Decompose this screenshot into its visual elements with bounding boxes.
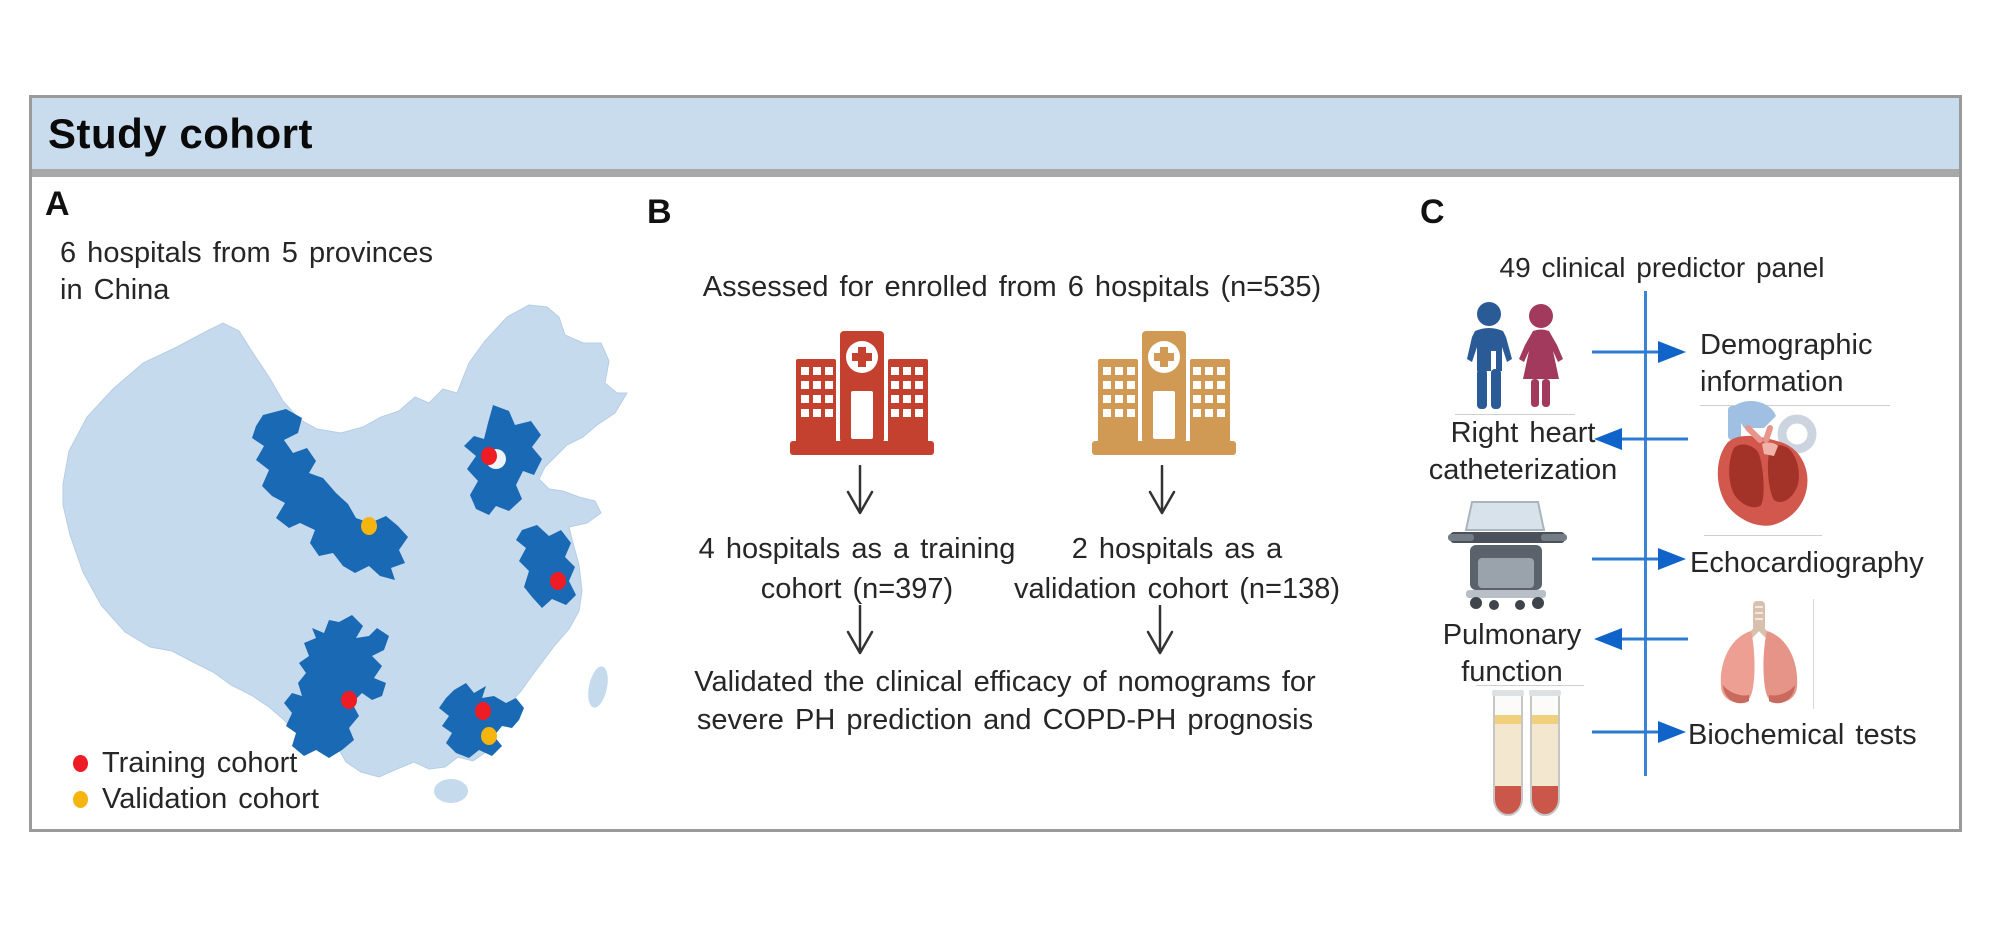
demographic-underline [1700,405,1890,406]
training-branch-line1: 4 hospitals as a training [698,533,1016,565]
rhc-text: Right heart catheterization [1417,415,1629,489]
panel-c-title: 49 clinical predictor panel [1499,252,1825,283]
province-guangdong [439,683,524,758]
lungs-icon [1720,601,1798,704]
biochemical-text: Biochemical tests [1688,719,1917,751]
figure-body: A 6 hospitals from 5 provinces in China [32,177,1959,829]
panel-c-label: C [1420,193,1445,231]
heart-underline [1704,535,1822,536]
province-yunnan [284,615,389,758]
validation-branch-line2: validation cohort (n=138) [1013,573,1340,605]
right-arrow-icon [1592,548,1686,570]
hospital-icon-training [790,331,934,455]
pulmonary-line2: function [1461,656,1563,688]
figure-title: Study cohort [48,109,313,157]
predictor-spine-line [1644,291,1647,776]
rhc-line1: Right heart [1450,417,1596,449]
site-marker [475,702,491,720]
hospital-icon-validation [1092,331,1236,455]
panel-a-label: A [45,185,70,223]
panel-b-title: Assessed for enrolled from 6 hospitals (… [702,271,1322,303]
site-marker [341,691,357,709]
down-arrow-icon [1148,465,1176,515]
panel-a-caption-line1: 6 hospitals from 5 provinces [60,237,434,269]
site-marker [481,727,497,745]
man-woman-icon [1467,302,1563,409]
validation-dot-icon [73,791,88,808]
legend-validation-label: Validation cohort [102,783,319,815]
header-divider [32,169,1959,177]
province-gansu [252,409,408,580]
demographic-line1: Demographic [1700,329,1873,361]
pulmonary-line1: Pulmonary [1442,619,1582,651]
outcome-text: Validated the clinical efficacy of nomog… [635,663,1375,739]
ultrasound-machine-icon [1448,501,1567,610]
test-tubes-icon [1492,690,1561,816]
legend-validation: Validation cohort [73,781,319,818]
heart-icon [1717,401,1817,526]
down-arrow-icon [846,465,874,515]
demographic-line2: information [1700,366,1844,398]
validation-branch-text: 2 hospitals as a validation cohort (n=13… [992,529,1362,609]
demographic-text: Demographic information [1700,327,1940,401]
hospital-windows [801,367,923,417]
china-map [62,304,628,803]
rhc-line2: catheterization [1428,454,1618,486]
training-dot-icon [73,755,88,772]
pulmonary-text: Pulmonary function [1430,617,1594,691]
figure-header: Study cohort [32,98,1959,169]
left-arrow-icon [1594,628,1688,650]
validation-branch-line1: 2 hospitals as a [1071,533,1283,565]
panel-a-caption: 6 hospitals from 5 provinces in China [60,235,540,309]
panel-b-label: B [647,193,672,231]
down-arrow-icon [846,605,874,655]
training-branch-text: 4 hospitals as a training cohort (n=397) [672,529,1042,609]
site-marker [361,517,377,535]
echocardiography-text: Echocardiography [1690,547,1924,579]
pulmonary-underline [1476,685,1584,686]
legend-training: Training cohort [73,745,297,782]
hainan-island [434,779,468,803]
panel-a-caption-line2: in China [60,274,170,306]
taiwan-island [588,666,608,708]
site-marker [481,447,497,465]
study-cohort-figure: Study cohort A 6 hospitals from 5 provin… [29,95,1962,832]
outcome-line1: Validated the clinical efficacy of nomog… [694,666,1316,698]
outcome-line2: severe PH prediction and COPD-PH prognos… [696,704,1314,736]
people-underline [1455,414,1575,415]
right-arrow-icon [1592,341,1686,363]
training-branch-line2: cohort (n=397) [760,573,954,605]
legend-training-label: Training cohort [102,747,298,779]
hospital-site-dots [341,447,566,745]
right-arrow-icon [1592,721,1686,743]
down-arrow-icon [1146,605,1174,655]
left-arrow-icon [1594,428,1688,450]
highlighted-provinces [252,405,576,758]
lungs-frame-line [1813,599,1814,709]
site-marker [550,572,566,590]
